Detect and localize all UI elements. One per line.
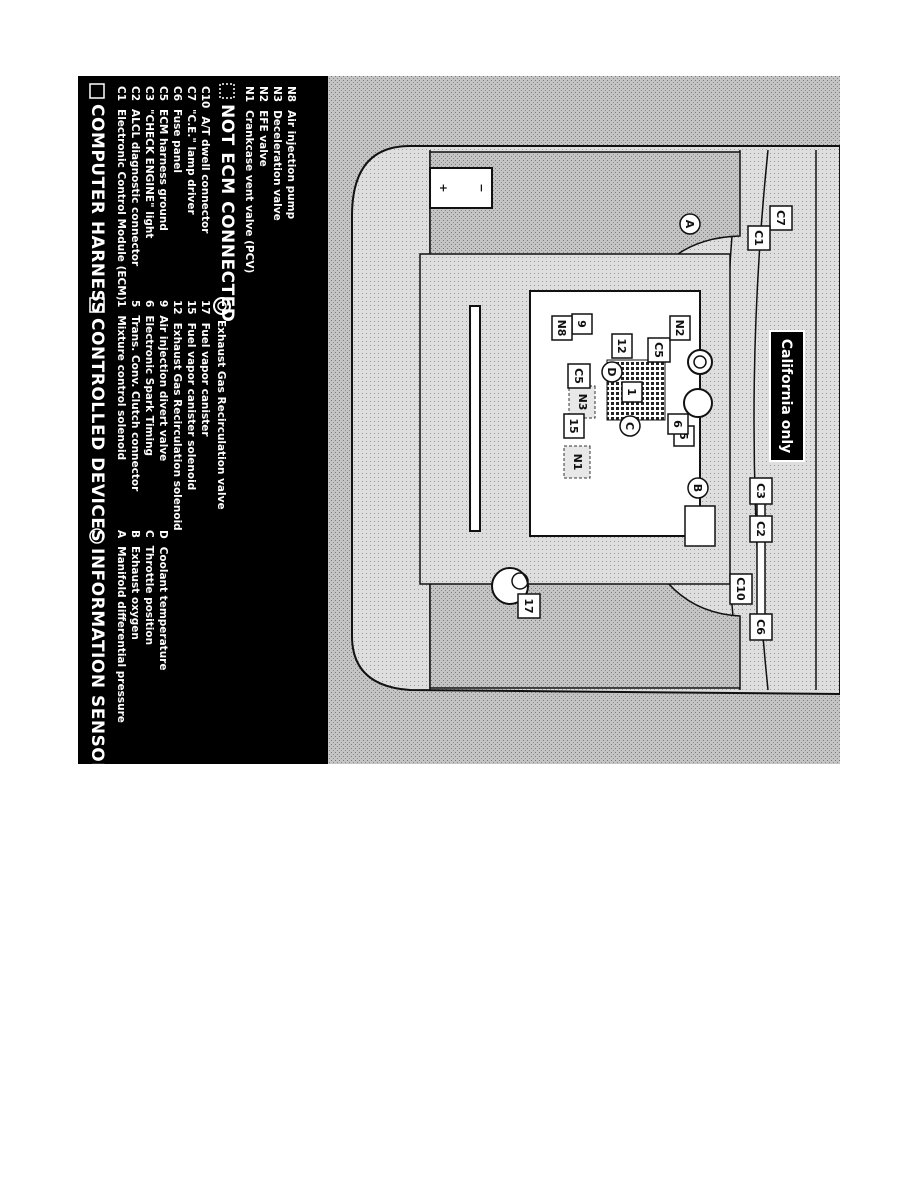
svg-text:B: B [691,484,704,492]
svg-text:6: 6 [671,420,684,428]
callout-6: 6 [667,413,689,435]
svg-text:5: 5 [677,432,690,440]
svg-text:12Exhaust Gas Recirculation so: 12Exhaust Gas Recirculation solenoid [171,300,183,531]
egr-legend-label: Exhaust Gas Recirculation valve [215,320,227,510]
svg-text:9Air injection divert valve: 9Air injection divert valve [157,300,169,461]
svg-text:N2: N2 [673,320,686,337]
svg-text:12: 12 [615,338,628,353]
svg-text:C7"C.E." lamp driver: C7"C.E." lamp driver [185,86,197,216]
callout-1: 1 [621,381,643,403]
callout-n8: N8 [551,315,573,341]
battery-minus: − [475,183,488,192]
svg-text:N2EFE valve: N2EFE valve [257,86,269,167]
svg-text:15: 15 [567,418,580,433]
callout-12: 12 [611,333,633,359]
callout-15: 15 [563,413,585,439]
svg-text:C1Electronic Control Module (E: C1Electronic Control Module (ECM) [115,86,127,301]
callout-c6: C6 [749,613,773,641]
callout-c2: C2 [749,515,773,543]
svg-text:C7: C7 [774,210,787,226]
controlled-legend-title: CONTROLLED DEVICES [87,318,107,542]
callout-9: 9 [571,313,593,335]
diagram-stage: N1 N3 + − California only C7 C1 C3 C2 C1… [78,76,840,764]
svg-text:C5: C5 [572,368,585,384]
svg-text:15Fuel vapor canister solenoid: 15Fuel vapor canister solenoid [185,300,197,490]
n3-label: N3 [576,394,589,411]
svg-text:C: C [623,422,636,430]
california-banner [769,330,805,462]
svg-text:C10A/T dwell connector: C10A/T dwell connector [199,86,211,234]
n1-label: N1 [571,454,584,471]
svg-text:C10: C10 [734,577,747,601]
battery [429,167,493,209]
egr-valve-inner [693,355,707,369]
callout-c7: C7 [769,205,793,231]
harness-legend-title: COMPUTER HARNESS [87,104,107,314]
callout-c5: C5 [647,337,671,363]
battery-plus: + [437,183,450,192]
svg-text:C3: C3 [754,483,767,499]
distributor-cap [683,388,713,418]
diagram-svg: N1 N3 + − California only C7 C1 C3 C2 C1… [87,76,840,764]
callout-c1: C1 [747,225,771,251]
controlled-legend-items: 1Mixture control solenoid 5Trans. Conv. … [115,300,211,531]
harness-legend-items: C1Electronic Control Module (ECM) C2ALCL… [115,86,211,301]
n1-box [563,445,591,479]
sensors-legend-title: INFORMATION SENSORS [87,548,107,764]
egr-valve-ring [687,349,713,375]
sensors-legend-icon [89,528,105,544]
sensors-legend-items: AManifold differential pressure BExhaust… [115,530,169,723]
svg-text:D: D [605,367,618,376]
callout-n2: N2 [669,315,691,341]
svg-text:N1Crankcase vent valve (PCV): N1Crankcase vent valve (PCV) [243,86,255,273]
harness-legend-icon [89,83,105,99]
svg-text:C1: C1 [752,230,765,246]
egr-legend-icon-inner [217,301,227,311]
valve-cover [469,305,481,532]
callout-c5b: C5 [567,363,591,389]
sensor-a: A [679,213,701,235]
vapor-canister-inner [511,572,529,590]
svg-text:N3Deceleration valve: N3Deceleration valve [271,86,283,221]
legend: COMPUTER HARNESS C1Electronic Control Mo… [87,83,297,764]
svg-text:C2: C2 [754,521,767,537]
notecm-legend-title: NOT ECM CONNECTED [217,104,237,322]
california-label: California only [778,339,794,454]
svg-text:C2ALCL diagnostic connector: C2ALCL diagnostic connector [129,86,141,267]
notecm-legend-icon [219,83,235,99]
callout-c10: C10 [729,573,753,605]
svg-text:BExhaust oxygen: BExhaust oxygen [129,530,141,640]
svg-text:9: 9 [575,320,588,328]
callout-17: 17 [517,593,541,619]
svg-text:C6Fuse panel: C6Fuse panel [171,86,183,173]
svg-text:DCoolant temperature: DCoolant temperature [157,530,169,670]
svg-text:5Trans. Conv. Clutch connector: 5Trans. Conv. Clutch connector [129,300,141,492]
svg-text:C5: C5 [652,342,665,358]
sensor-c: C [619,415,641,437]
svg-text:C5ECM harness ground: C5ECM harness ground [157,86,169,231]
svg-text:1Mixture control solenoid: 1Mixture control solenoid [115,300,127,460]
notecm-legend-items: N1Crankcase vent valve (PCV) N2EFE valve… [243,86,297,273]
svg-text:1: 1 [625,388,638,396]
engine-compartment-diagram: N1 N3 + − California only C7 C1 C3 C2 C1… [78,76,840,764]
svg-text:AManifold differential pressur: AManifold differential pressure [115,530,127,723]
svg-text:N8: N8 [555,320,568,337]
svg-text:6Electronic Spark Timing: 6Electronic Spark Timing [143,300,155,456]
callout-c3: C3 [749,477,773,505]
svg-text:N8Air injection pump: N8Air injection pump [285,86,297,220]
svg-text:17Fuel vapor canister: 17Fuel vapor canister [199,300,211,437]
svg-text:17: 17 [522,598,535,613]
svg-text:A: A [683,220,696,229]
svg-text:C6: C6 [754,619,767,635]
egr-legend-icon [213,297,231,315]
controlled-legend-icon [89,297,105,313]
svg-text:C3"CHECK ENGINE" light: C3"CHECK ENGINE" light [143,86,155,238]
o2-sensor-body [684,505,716,547]
sensor-b: B [687,477,709,499]
svg-text:CThrottle position: CThrottle position [143,530,155,645]
sensor-d: D [601,361,623,383]
